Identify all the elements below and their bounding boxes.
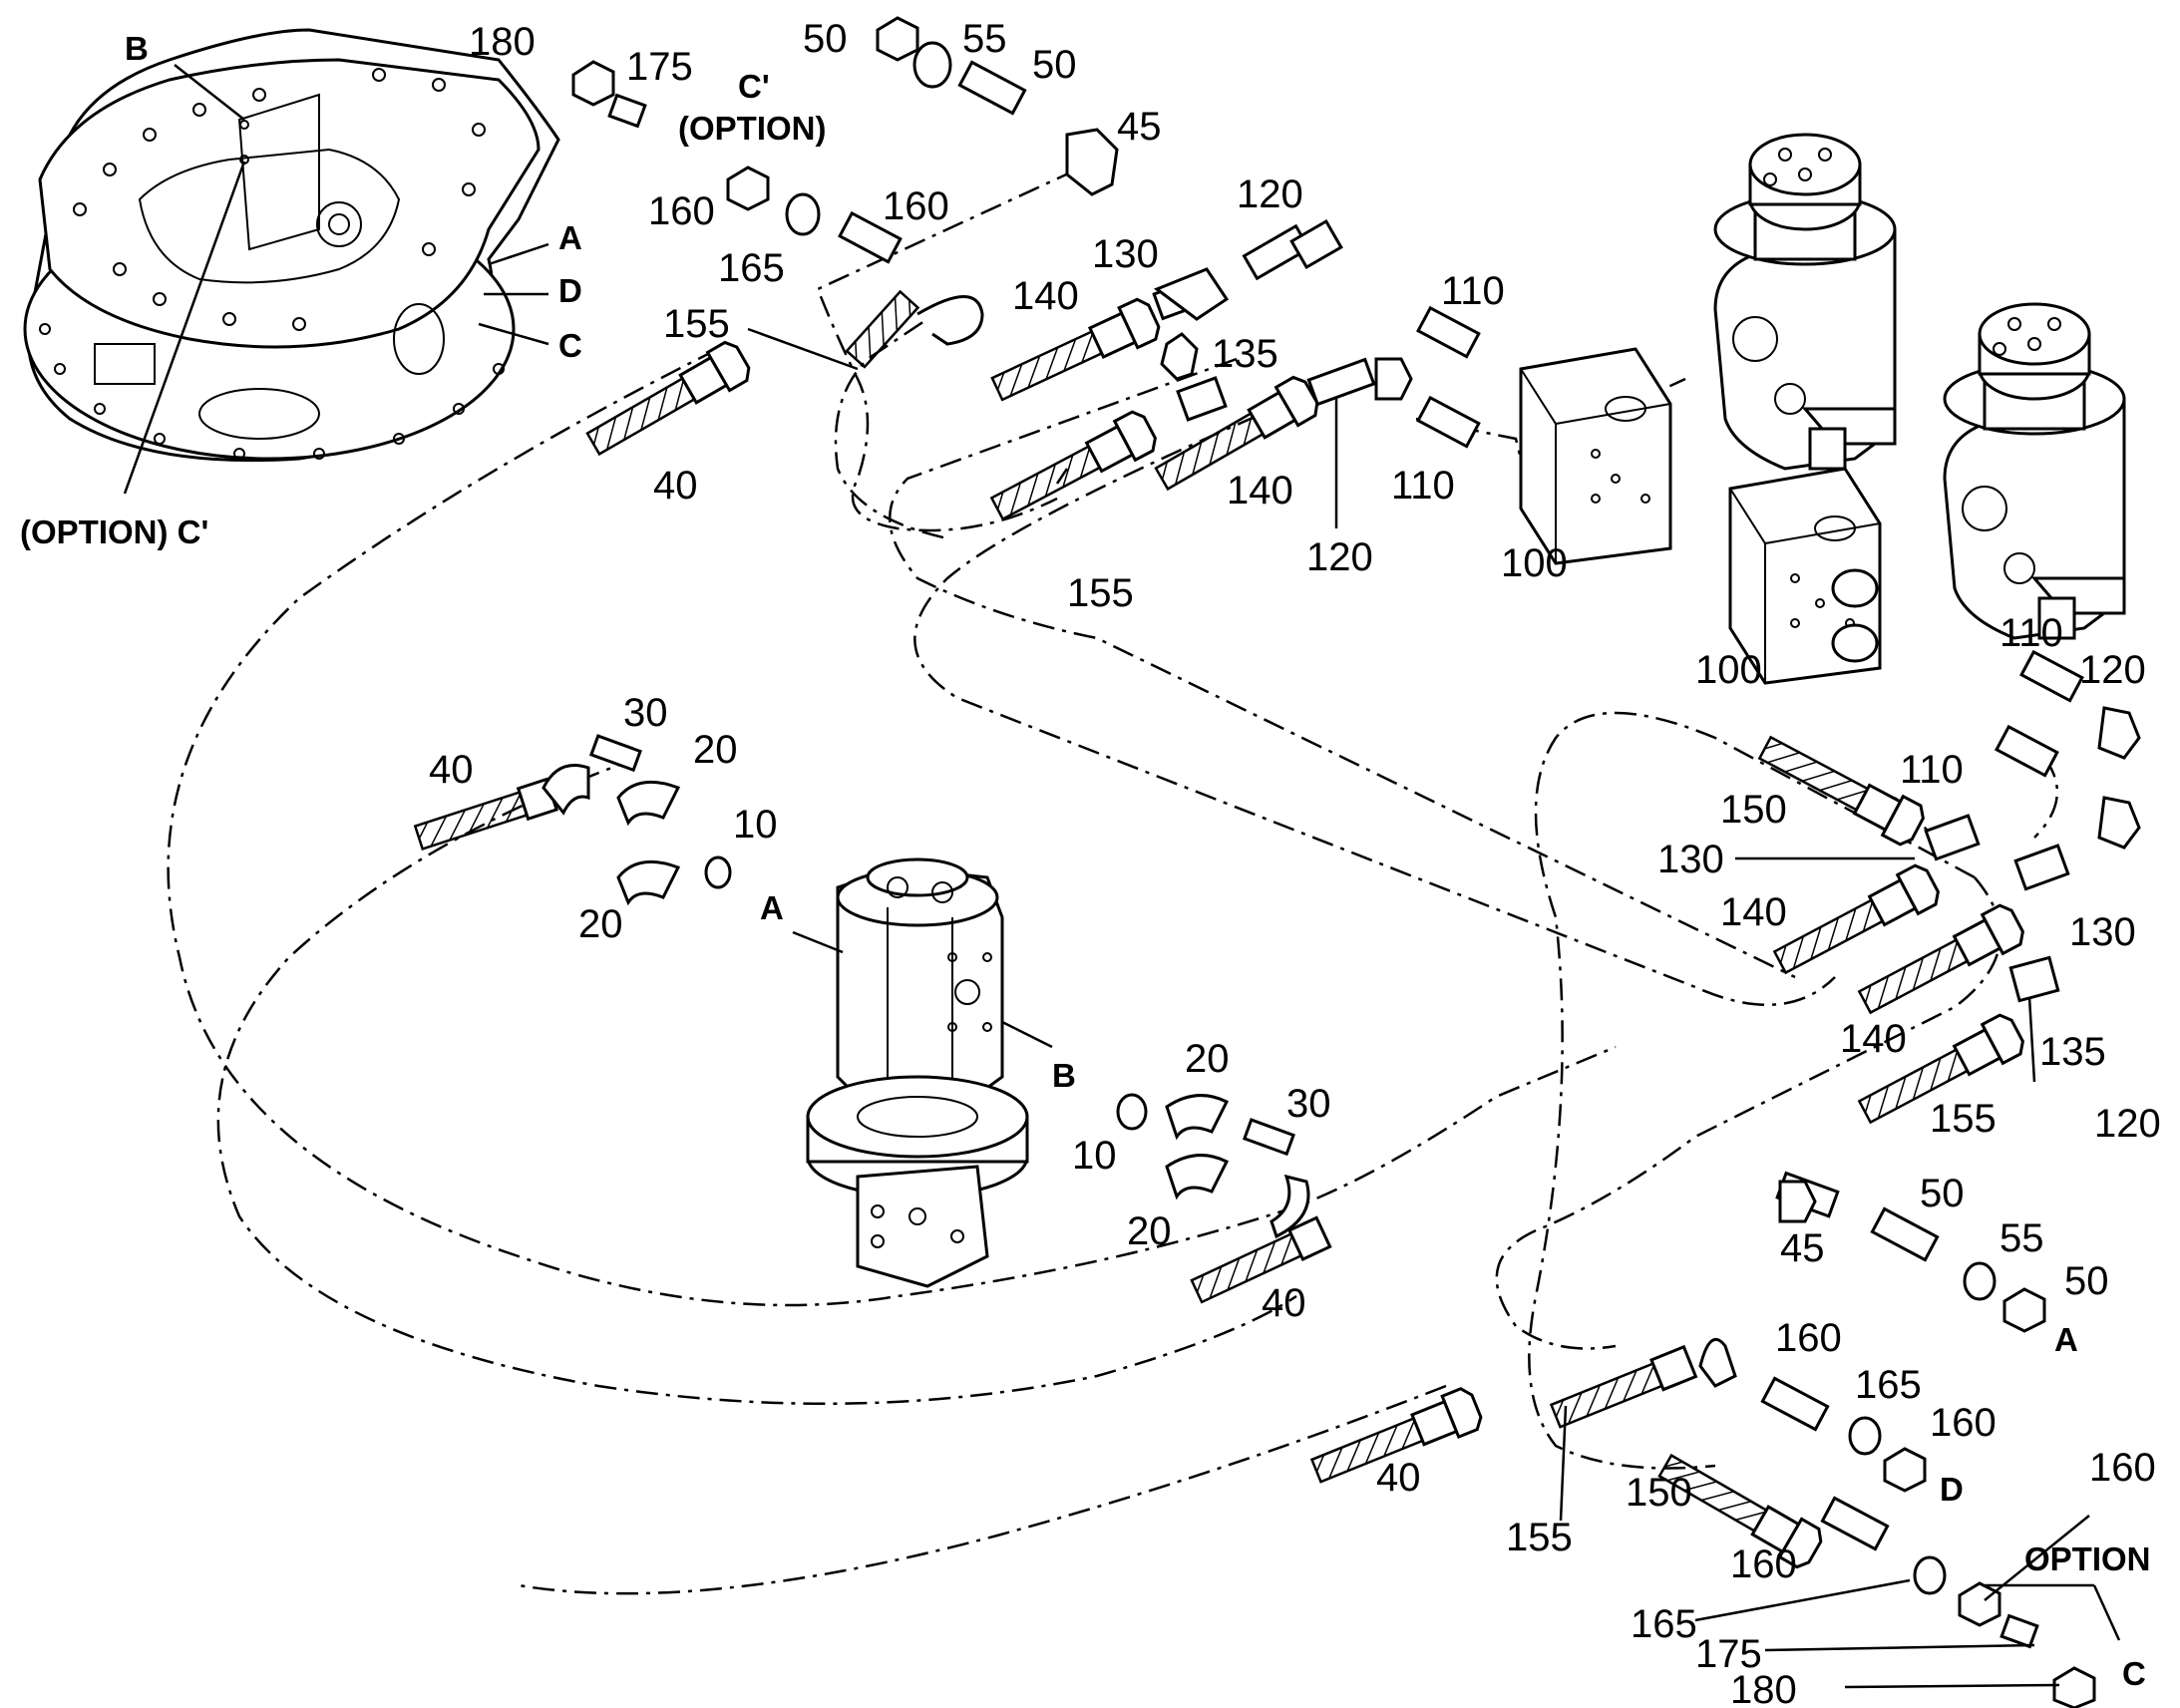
hoses — [413, 289, 2024, 1569]
part-30: 30 — [623, 691, 668, 735]
part-165: 165 — [1855, 1363, 1922, 1407]
labels: B A D C (OPTION) C' C' (OPTION) 180 175 … — [20, 17, 2161, 1708]
part-155: 155 — [1506, 1516, 1573, 1559]
part-20: 20 — [1127, 1209, 1172, 1253]
part-165: 165 — [718, 246, 785, 290]
label-a-br: A — [2054, 1321, 2078, 1358]
part-50: 50 — [803, 17, 848, 61]
part-110: 110 — [1391, 464, 1455, 508]
part-45: 45 — [1780, 1226, 1825, 1270]
fittings — [571, 16, 2141, 1708]
label-c-br: C — [2122, 1655, 2146, 1692]
part-110: 110 — [1999, 611, 2063, 655]
part-120: 120 — [2094, 1102, 2161, 1146]
part-175: 175 — [1695, 1632, 1762, 1676]
part-20: 20 — [1185, 1037, 1230, 1081]
part-155: 155 — [1067, 571, 1134, 615]
label-b-joint: B — [1052, 1057, 1076, 1094]
manifold-block-lower — [1728, 467, 1882, 685]
part-55: 55 — [1999, 1216, 2044, 1260]
part-40: 40 — [1262, 1281, 1306, 1325]
label-a-joint: A — [760, 889, 784, 926]
part-40: 40 — [1376, 1456, 1421, 1500]
leader-lines — [747, 327, 2121, 1689]
part-30: 30 — [1286, 1082, 1331, 1126]
routing-lines — [167, 168, 2059, 1595]
part-140: 140 — [1012, 274, 1079, 318]
part-150: 150 — [1626, 1471, 1692, 1515]
label-option-br: OPTION — [2024, 1540, 2151, 1577]
part-150: 150 — [1720, 788, 1787, 832]
part-140: 140 — [1720, 890, 1787, 934]
part-10: 10 — [733, 803, 778, 847]
part-130: 130 — [1657, 838, 1724, 881]
part-110: 110 — [1900, 748, 1964, 792]
part-160: 160 — [1930, 1401, 1997, 1445]
part-140: 140 — [1227, 469, 1293, 512]
part-100: 100 — [1501, 541, 1568, 585]
part-120: 120 — [1306, 535, 1373, 579]
swivel-joint — [806, 857, 1029, 1288]
hydraulic-motor-2 — [1943, 302, 2126, 640]
part-130: 130 — [1092, 232, 1159, 276]
label-option-c-prime: (OPTION) C' — [20, 513, 208, 550]
hydraulic-motor-1 — [1713, 133, 1897, 471]
part-135: 135 — [1212, 332, 1278, 376]
label-d-br: D — [1940, 1471, 1964, 1508]
part-130: 130 — [2069, 910, 2136, 954]
part-45: 45 — [1117, 105, 1162, 149]
part-20: 20 — [578, 902, 623, 946]
part-160: 160 — [648, 189, 715, 233]
label-c-prime: C' — [738, 68, 770, 105]
label-d-side: D — [558, 272, 582, 309]
part-50: 50 — [1920, 1172, 1965, 1215]
part-175: 175 — [626, 45, 693, 89]
part-20: 20 — [693, 728, 738, 772]
part-165: 165 — [1631, 1602, 1697, 1646]
part-135: 135 — [2039, 1030, 2106, 1074]
manifold-block-upper — [1519, 347, 1672, 565]
gear-housing — [23, 28, 560, 463]
part-160: 160 — [1775, 1316, 1842, 1360]
part-155: 155 — [663, 302, 730, 346]
part-160: 160 — [2089, 1446, 2156, 1490]
part-55: 55 — [962, 17, 1007, 61]
part-100: 100 — [1695, 648, 1762, 692]
label-b-top: B — [125, 30, 149, 67]
part-180: 180 — [1730, 1668, 1797, 1708]
part-160: 160 — [1730, 1542, 1797, 1586]
part-110: 110 — [1441, 269, 1505, 313]
part-40: 40 — [429, 748, 474, 792]
part-160: 160 — [883, 184, 949, 228]
part-50: 50 — [1032, 43, 1077, 87]
label-option-paren: (OPTION) — [678, 110, 826, 147]
part-40: 40 — [653, 464, 698, 508]
part-120: 120 — [1237, 172, 1303, 216]
part-180: 180 — [469, 20, 536, 64]
part-155: 155 — [1930, 1097, 1997, 1141]
part-50: 50 — [2064, 1259, 2109, 1303]
housing-bolt-holes — [39, 68, 505, 460]
label-c-side: C — [558, 327, 582, 364]
part-140: 140 — [1840, 1017, 1907, 1061]
part-10: 10 — [1072, 1134, 1117, 1178]
part-120: 120 — [2079, 648, 2146, 692]
label-a-side: A — [558, 219, 582, 256]
